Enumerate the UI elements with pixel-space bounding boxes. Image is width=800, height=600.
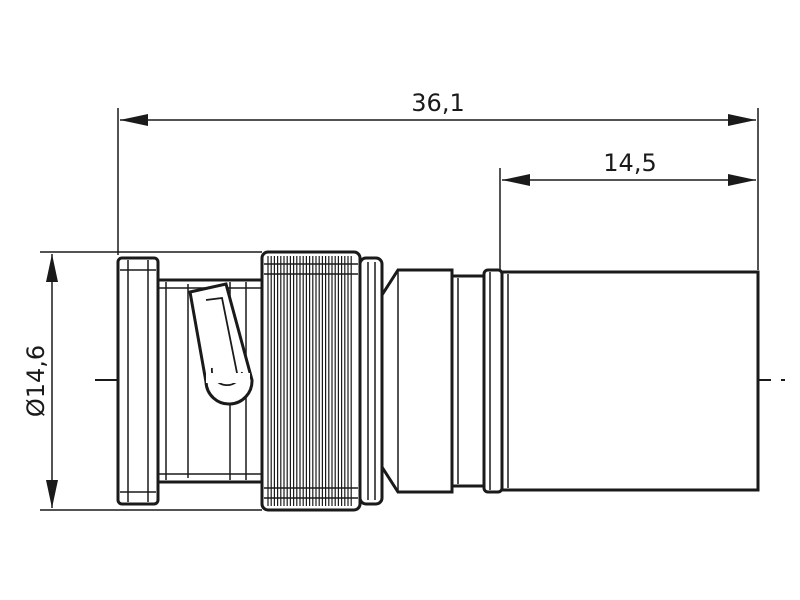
overall-length-label: 36,1 xyxy=(411,89,464,117)
bayonet-slot xyxy=(188,282,254,406)
sleeve-length-label: 14,5 xyxy=(603,149,656,177)
knurling xyxy=(264,256,358,506)
dimension-sleeve-length: 14,5 xyxy=(499,149,756,270)
crimp-body xyxy=(380,268,486,494)
bayonet-flange xyxy=(116,256,160,506)
dimension-overall-length: 36,1 xyxy=(117,89,759,270)
diameter-label: Ø14,6 xyxy=(22,345,50,417)
nut-rear-ring xyxy=(358,256,384,506)
collar-ring xyxy=(482,268,504,494)
dimension-diameter: Ø14,6 xyxy=(22,251,262,511)
crimp-sleeve xyxy=(500,270,760,492)
coupling-nut xyxy=(260,250,362,512)
